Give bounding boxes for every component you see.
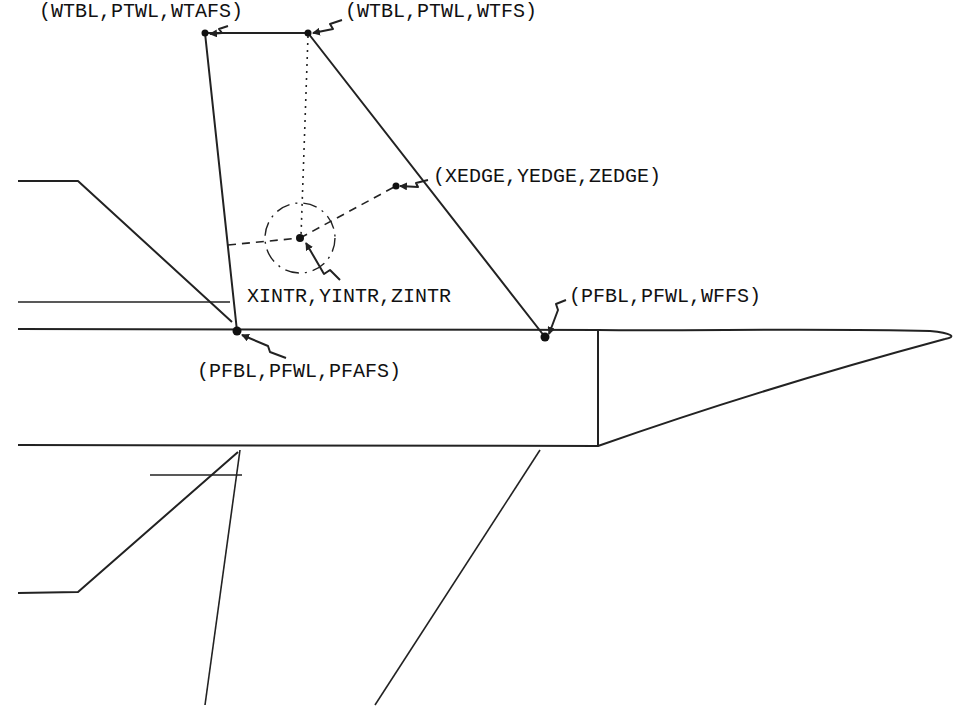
wing-edge xyxy=(375,450,540,705)
dashed-line xyxy=(300,186,396,238)
point-dot xyxy=(393,183,400,190)
point-dot xyxy=(202,30,209,37)
nose-upper xyxy=(598,330,951,339)
coordinate-label: (WTBL,PTWL,WTFS) xyxy=(344,2,538,22)
lower-tail xyxy=(18,452,238,593)
dotted-line xyxy=(301,36,308,236)
point-dot xyxy=(305,30,312,37)
point-dot xyxy=(541,333,550,342)
leader-arrow xyxy=(306,243,340,280)
leader-arrow xyxy=(549,300,566,334)
fuselage-outline xyxy=(18,329,598,446)
coordinate-label: (XEDGE,YEDGE,ZEDGE) xyxy=(432,167,662,187)
leader-arrow xyxy=(313,20,342,33)
point-dot xyxy=(296,234,304,242)
dashed-line xyxy=(228,238,300,245)
upper-tail-line xyxy=(18,301,230,303)
upper-tail xyxy=(18,181,232,322)
coordinate-label: (PFBL,PFWL,PFAFS) xyxy=(196,362,402,382)
coordinate-label: (PFBL,PFWL,WFFS) xyxy=(568,287,762,307)
nose-lower xyxy=(598,339,945,446)
leader-arrow xyxy=(210,26,228,34)
angle-circle xyxy=(265,203,335,273)
leader-arrow xyxy=(242,335,286,358)
lower-tail-line xyxy=(150,474,242,476)
leader-arrow xyxy=(400,180,428,187)
coordinate-label: XINTR,YINTR,ZINTR xyxy=(246,287,452,307)
coordinate-label: (WTBL,PTWL,WTAFS) xyxy=(38,2,244,22)
point-dot xyxy=(233,327,242,336)
wing-edge xyxy=(205,450,240,705)
